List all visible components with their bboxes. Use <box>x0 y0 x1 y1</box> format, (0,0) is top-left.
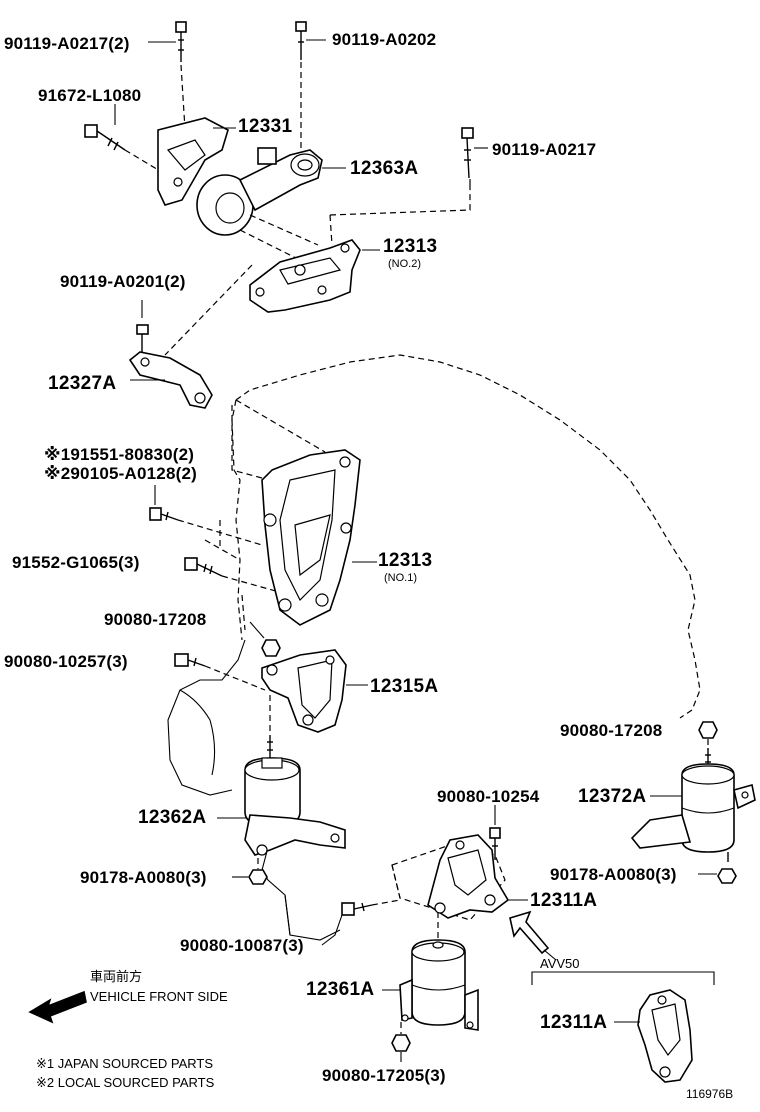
label-12361A: 12361A <box>306 979 375 1000</box>
bolt-90080-10254 <box>489 805 501 860</box>
bracket-12311A-center <box>427 834 528 919</box>
nut-90080-17205 <box>391 1022 411 1062</box>
label-90119-A0202: 90119-A0202 <box>332 30 437 49</box>
label-12313-no2: 12313 <box>383 236 438 257</box>
label-avv50: AVV50 <box>540 956 580 971</box>
label-vehicle-front-jp: 車両前方 <box>90 969 143 984</box>
mount-12372A <box>630 748 756 862</box>
bolt-90119-A0202 <box>295 21 307 150</box>
bracket-12311A-avv50 <box>614 989 693 1083</box>
label-90178-A0080-3-left: 90178-A0080(3) <box>80 868 207 887</box>
bolt-90080-10087 <box>321 899 401 946</box>
bracket-12313-no1 <box>261 449 377 626</box>
label-90080-17208-left: 90080-17208 <box>104 610 207 629</box>
nut-90178-A0080-right <box>698 868 737 884</box>
label-12311A-avv50: 12311A <box>540 1012 608 1033</box>
bolt-90119-A0217 <box>461 127 488 179</box>
label-90119-A0217-2: 90119-A0217(2) <box>4 34 130 53</box>
label-no2: (NO.2) <box>388 258 421 270</box>
label-91552-G1065-3: 91552-G1065(3) <box>12 553 140 572</box>
label-90105-A0128-2: ※290105-A0128(2) <box>44 464 197 483</box>
label-12363A: 12363A <box>350 158 419 179</box>
label-12372A: 12372A <box>578 786 647 807</box>
label-12331: 12331 <box>238 116 293 137</box>
engine-outline-left <box>231 399 243 641</box>
label-90080-10257-3: 90080-10257(3) <box>4 652 128 671</box>
avv50-group-bracket <box>531 971 715 985</box>
bolt-91552-G1065 <box>184 557 291 596</box>
label-91551-80830-2: ※191551-80830(2) <box>44 445 195 464</box>
mount-12361A <box>382 939 479 1031</box>
label-90080-10254: 90080-10254 <box>437 787 540 806</box>
avv50-arrow <box>509 910 557 961</box>
label-90080-17208-right: 90080-17208 <box>560 721 663 740</box>
bolt-90119-A0201-2 <box>136 300 149 352</box>
engine-outline <box>235 354 701 719</box>
label-12327A: 12327A <box>48 373 117 394</box>
label-90119-A0201-2: 90119-A0201(2) <box>60 272 186 291</box>
subframe-outline <box>261 839 341 941</box>
label-12362A: 12362A <box>138 807 207 828</box>
diagram-code: 116976B <box>686 1087 734 1101</box>
mount-12363A <box>196 147 346 236</box>
rod-12327A <box>128 351 213 409</box>
label-12313-no1: 12313 <box>378 550 433 571</box>
nut-90178-A0080-left <box>232 858 268 885</box>
transmission-outline <box>167 639 246 796</box>
nut-90080-17208-left <box>249 621 281 657</box>
note-local-sourced: ※2 LOCAL SOURCED PARTS <box>36 1075 215 1090</box>
label-90178-A0080-3-right: 90178-A0080(3) <box>550 865 677 884</box>
vehicle-front-arrow <box>28 990 87 1024</box>
mount-12362A <box>217 735 346 856</box>
bolt-90119-A0217-2 <box>175 21 187 146</box>
bracket-12315A <box>261 649 368 733</box>
label-vehicle-front-en: VEHICLE FRONT SIDE <box>90 989 228 1004</box>
note-japan-sourced: ※1 JAPAN SOURCED PARTS <box>36 1056 214 1071</box>
nut-90080-17208-right <box>698 721 718 750</box>
label-90080-10087-3: 90080-10087(3) <box>180 936 304 955</box>
bolt-90080-10257 <box>174 653 266 691</box>
bracket-12313-no2 <box>249 239 380 313</box>
label-12311A-center: 12311A <box>530 890 598 911</box>
bolt-91672-L1080 <box>84 124 176 181</box>
label-no1: (NO.1) <box>384 572 417 584</box>
label-12315A: 12315A <box>370 676 439 697</box>
label-90119-A0217: 90119-A0217 <box>492 140 597 159</box>
bracket-12331 <box>157 117 236 206</box>
bolt-91551-80830 <box>149 485 263 546</box>
label-90080-17205-3: 90080-17205(3) <box>322 1066 446 1085</box>
label-91672-L1080: 91672-L1080 <box>38 86 142 105</box>
